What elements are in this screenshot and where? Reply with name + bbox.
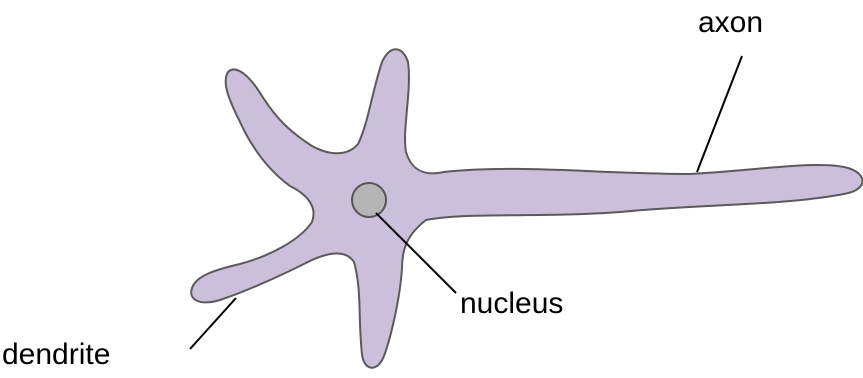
nucleus-shape — [352, 183, 386, 217]
axon-label: axon — [698, 8, 763, 38]
nucleus-label: nucleus — [460, 289, 563, 319]
dendrite-label: dendrite — [2, 340, 110, 370]
axon-leader-line — [697, 56, 742, 172]
dendrite-leader-line — [190, 298, 236, 349]
